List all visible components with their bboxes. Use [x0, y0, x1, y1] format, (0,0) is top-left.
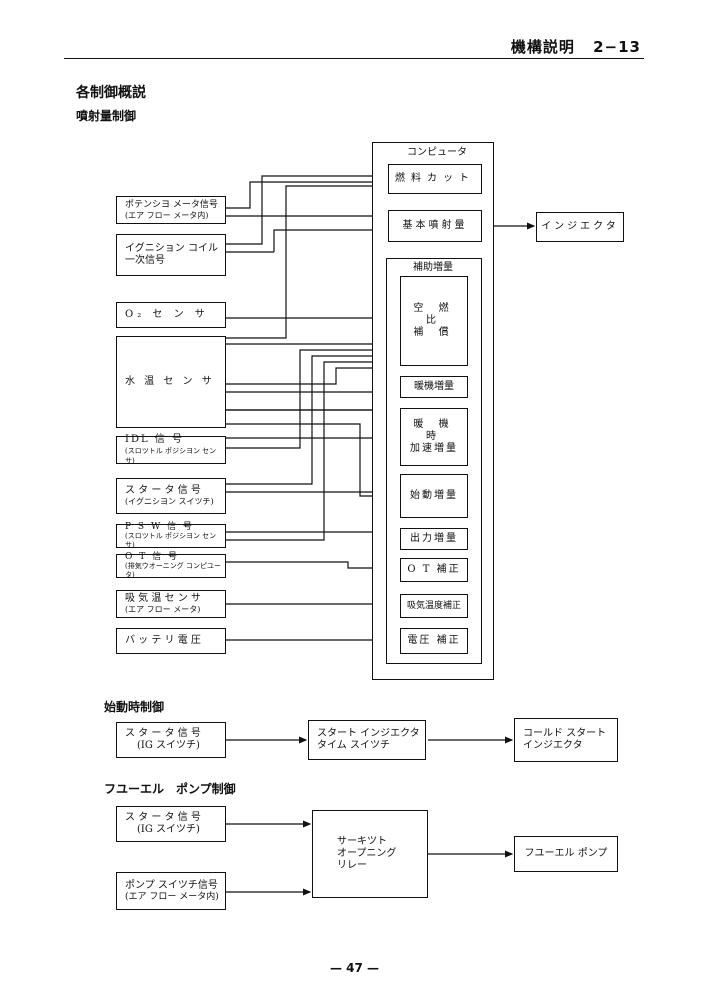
- potentiometer-l1: ポテンシヨ メータ信号: [125, 200, 218, 210]
- pump-starter-l1: ス タ ー タ 信 号: [125, 812, 201, 823]
- circuit-opening-relay-box: サーキツト オープニング リレー: [312, 810, 428, 898]
- pump-switch-signal-box: ポンプ スイツチ信号 (エア フロー メータ内): [116, 872, 226, 910]
- computer-label: コンピュータ: [407, 147, 467, 158]
- header-title: 機構説明: [510, 38, 575, 56]
- power-increase-box: 出力増量: [400, 528, 468, 550]
- pump-starter-l2: (IG スイツチ): [137, 824, 200, 835]
- basic-injection-label: 基本噴射量: [402, 220, 468, 231]
- start-starter-l1: ス タ ー タ 信 号: [125, 728, 201, 739]
- header-rule: [64, 58, 644, 59]
- intake-air-temp-l2: (エア フロー メータ): [125, 605, 201, 614]
- warmup-label: 暖機増量: [414, 381, 454, 392]
- o2-sensor-box: O₂ セ ン サ: [116, 302, 226, 328]
- relay-l3: リレー: [337, 860, 367, 871]
- air-fuel-l1: 空 燃 比: [413, 303, 455, 326]
- start-injector-time-switch-box: スタート インジエクタ タイム スイツチ: [308, 720, 426, 760]
- page-number: — 47 —: [329, 961, 380, 975]
- voltage-correction-box: 電圧 補正: [400, 628, 468, 654]
- idl-l2: (スロツトル ポジシヨン センサ): [125, 447, 217, 465]
- cold-start-l2: インジエクタ: [523, 740, 583, 751]
- time-switch-l2: タイム スイツチ: [317, 740, 390, 751]
- ot-l1: O T 信 号: [125, 552, 179, 562]
- warmup-accel-box: 暖 機 時 加速増量: [400, 408, 468, 466]
- battery-voltage-box: バ ッ テ リ 電 圧: [116, 628, 226, 654]
- idl-l1: IDL 信 号: [125, 434, 184, 445]
- ot-correction-box: O T 補正: [400, 558, 468, 582]
- cold-start-injector-box: コールド スタート インジエクタ: [514, 718, 618, 762]
- fuel-cut-label: 燃料カット: [395, 173, 475, 184]
- fuel-pump-label: フユーエル ポンプ: [524, 848, 608, 859]
- battery-l1: バ ッ テ リ 電 圧: [125, 635, 201, 646]
- air-fuel-l2: 補 償: [413, 327, 455, 338]
- page-header: 機構説明 2−13: [511, 36, 641, 57]
- pump-starter-signal-box: ス タ ー タ 信 号 (IG スイツチ): [116, 806, 226, 842]
- start-increase-box: 始動増量: [400, 474, 468, 518]
- injector-box: インジエクタ: [536, 212, 624, 242]
- psw-signal-box: P S W 信 号 (スロツトル ポジシヨン センサ): [116, 522, 226, 549]
- relay-l2: オープニング: [337, 848, 397, 859]
- header-page-ref: 2−13: [593, 38, 641, 56]
- pump-control-title: フユーエル ポンプ制御: [104, 782, 236, 796]
- injector-label: インジエクタ: [541, 221, 619, 232]
- intake-temp-correction-label: 吸気温度補正: [406, 601, 461, 611]
- cold-start-l1: コールド スタート: [523, 728, 607, 739]
- pump-switch-l2: (エア フロー メータ内): [125, 892, 219, 902]
- relay-l1: サーキツト: [337, 836, 387, 847]
- fuel-pump-box: フユーエル ポンプ: [514, 836, 618, 872]
- psw-l1: P S W 信 号: [125, 522, 194, 532]
- warmup-box: 暖機増量: [400, 376, 468, 398]
- ot-correction-label: O T 補正: [407, 564, 461, 575]
- warmup-accel-l1: 暖 機 時: [413, 419, 455, 442]
- starter-l1: ス タ ー タ 信 号: [125, 485, 201, 496]
- warmup-accel-l2: 加速増量: [410, 443, 458, 454]
- ignition-signal-box: イグニション コイル 一次信号: [116, 234, 226, 276]
- psw-l2: (スロツトル ポジシヨン センサ): [125, 532, 217, 549]
- basic-injection-box: 基本噴射量: [388, 210, 482, 242]
- intake-temp-correction-box: 吸気温度補正: [400, 594, 468, 618]
- start-control-title: 始動時制御: [104, 700, 165, 714]
- power-increase-label: 出力増量: [410, 533, 458, 544]
- intake-air-temp-l1: 吸 気 温 セ ン サ: [125, 593, 201, 604]
- idl-signal-box: IDL 信 号 (スロツトル ポジシヨン センサ): [116, 434, 226, 465]
- time-switch-l1: スタート インジエクタ: [317, 728, 420, 739]
- fuel-cut-box: 燃料カット: [388, 164, 482, 194]
- voltage-correction-label: 電圧 補正: [407, 635, 461, 646]
- water-temp-sensor-box: 水 温 セ ン サ: [116, 336, 226, 428]
- start-increase-label: 始動増量: [410, 490, 458, 501]
- start-starter-l2: (IG スイツチ): [137, 740, 200, 751]
- potentiometer-l2: (エア フロー メータ内): [125, 211, 209, 220]
- ot-l2: (排気ウオーニング コンピユータ): [125, 562, 221, 579]
- starter-l2: (イグニシヨン スイツチ): [125, 497, 214, 506]
- start-starter-signal-box: ス タ ー タ 信 号 (IG スイツチ): [116, 722, 226, 758]
- ot-signal-box: O T 信 号 (排気ウオーニング コンピユータ): [116, 552, 226, 579]
- pump-switch-l1: ポンプ スイツチ信号: [125, 880, 218, 891]
- intake-air-temp-sensor-box: 吸 気 温 セ ン サ (エア フロー メータ): [116, 590, 226, 618]
- aux-increase-label: 補助増量: [413, 262, 453, 273]
- air-fuel-box: 空 燃 比 補 償: [400, 276, 468, 366]
- water-temp-l1: 水 温 セ ン サ: [125, 376, 215, 387]
- o2-l1: O₂ セ ン サ: [125, 309, 209, 320]
- potentiometer-signal-box: ポテンシヨ メータ信号 (エア フロー メータ内): [116, 196, 226, 224]
- ignition-l2: 一次信号: [125, 255, 165, 266]
- starter-signal-box: ス タ ー タ 信 号 (イグニシヨン スイツチ): [116, 478, 226, 514]
- ignition-l1: イグニション コイル: [125, 243, 218, 254]
- section-title: 各制御概説: [76, 85, 146, 101]
- injection-title: 噴射量制御: [76, 109, 137, 123]
